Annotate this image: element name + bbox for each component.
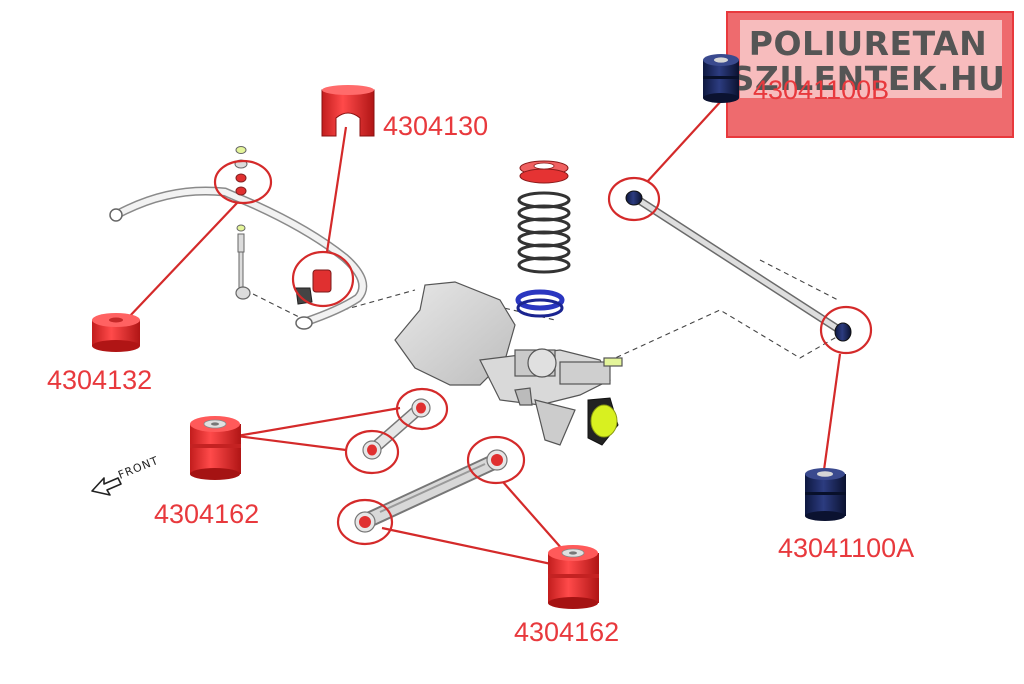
front-arrow-icon bbox=[91, 477, 122, 496]
label-43041100B: 43041100B bbox=[753, 75, 889, 105]
highlight-end-link-bushings bbox=[213, 159, 273, 205]
bushing-4304130 bbox=[321, 85, 375, 137]
label-4304132: 4304132 bbox=[47, 365, 152, 395]
front-direction-indicator: FRONT bbox=[91, 454, 161, 496]
highlight-panhard-upper bbox=[607, 176, 661, 222]
label-4304130: 4304130 bbox=[383, 111, 488, 141]
label-4304162-lower: 4304162 bbox=[514, 617, 619, 647]
bushing-4304132 bbox=[92, 313, 140, 352]
panhard-rod bbox=[625, 190, 852, 342]
highlight-lower-arm-rear bbox=[466, 435, 526, 485]
front-label: FRONT bbox=[116, 454, 160, 482]
stabilizer-bracket bbox=[295, 269, 332, 305]
stabilizer-bar bbox=[109, 186, 368, 330]
lower-control-arm bbox=[354, 449, 508, 533]
label-43041100A: 43041100A bbox=[778, 533, 914, 563]
bushing-4304162-upper bbox=[190, 416, 241, 480]
upper-control-arm bbox=[362, 398, 431, 460]
leader-lines bbox=[127, 99, 842, 567]
brand-line-2: SZILENTEK.HU bbox=[731, 59, 1006, 98]
bushing-4304162-lower bbox=[548, 545, 599, 609]
wheel-hub bbox=[587, 397, 619, 446]
highlight-bar-mount-bushing bbox=[291, 250, 355, 308]
brand-line-1: POLIURETAN bbox=[749, 24, 987, 63]
bushing-43041100A bbox=[805, 468, 846, 521]
brand-watermark: POLIURETAN SZILENTEK.HU bbox=[726, 11, 1014, 138]
bushing-43041100B bbox=[703, 54, 739, 103]
rear-axle-housing bbox=[394, 281, 623, 446]
label-4304162-upper: 4304162 bbox=[154, 499, 259, 529]
coil-spring-group bbox=[515, 160, 571, 318]
highlight-lower-arm-front bbox=[336, 498, 394, 546]
highlight-panhard-lower bbox=[819, 305, 873, 355]
part-number-labels: 4304130 4304132 4304162 4304162 43041100… bbox=[47, 75, 914, 647]
highlight-upper-arm-front bbox=[344, 429, 400, 475]
stabilizer-end-link bbox=[234, 146, 251, 300]
